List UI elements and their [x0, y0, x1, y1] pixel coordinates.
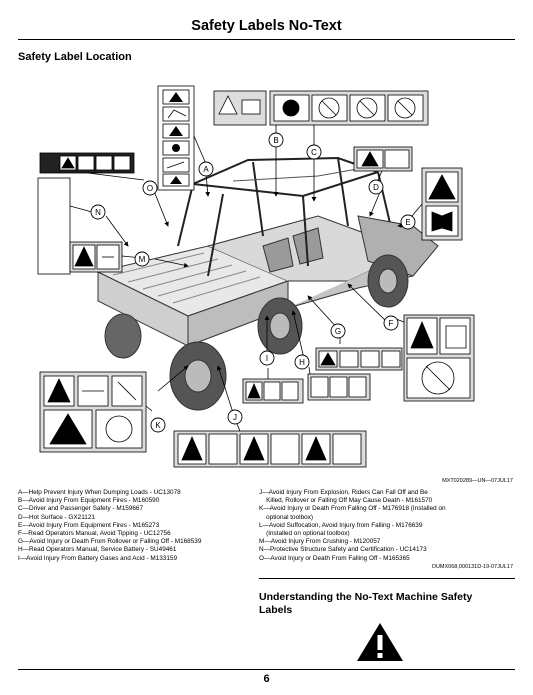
callout-m: M — [135, 252, 149, 266]
callout-label-g: G — [335, 327, 341, 336]
callout-label-m: M — [139, 255, 146, 264]
legend-item: O—Avoid Injury or Death From Falling Off… — [259, 555, 446, 563]
safety-label-location-figure: A B C D E F G H I J K M N O — [18, 76, 515, 474]
callout-g: G — [331, 324, 345, 338]
callout-label-n: N — [95, 208, 101, 217]
callout-c: C — [307, 145, 321, 159]
callout-label-j: J — [233, 413, 237, 422]
decal-strip-b — [214, 91, 428, 125]
page-number: 6 — [0, 673, 533, 685]
vehicle-diagram: A B C D E F G H I J K M N O — [18, 76, 515, 474]
figure-id: MXT020289—UN—07JUL17 — [442, 478, 513, 484]
warning-triangle-icon — [356, 622, 404, 662]
callout-e: E — [401, 215, 415, 229]
callout-label-f: F — [389, 319, 394, 328]
decal-stack-a — [158, 86, 194, 190]
legend-item: optional toolbox) — [259, 514, 446, 522]
subsection-heading-line1: Understanding the No-Text Machine Safety — [259, 591, 472, 604]
callout-label-d: D — [373, 183, 379, 192]
callout-label-i: I — [266, 354, 268, 363]
callout-label-h: H — [299, 358, 305, 367]
callout-a: A — [199, 162, 213, 176]
callout-d: D — [369, 180, 383, 194]
callout-f: F — [384, 316, 398, 330]
legend-item: I—Avoid Injury From Battery Gases and Ac… — [18, 555, 201, 563]
decal-f — [404, 315, 474, 401]
decal-i — [243, 379, 303, 403]
decal-e — [422, 168, 462, 240]
callout-o: O — [143, 181, 157, 195]
callout-label-o: O — [147, 184, 153, 193]
footer-rule — [18, 669, 515, 670]
subsection-rule — [259, 578, 515, 579]
title-rule — [18, 39, 515, 40]
callout-label-e: E — [405, 218, 410, 227]
section-heading: Safety Label Location — [18, 51, 132, 63]
legend-left: A—Help Prevent Injury When Dumping Loads… — [18, 489, 201, 563]
subsection-heading-line2: Labels — [259, 604, 472, 617]
page-title: Safety Labels No-Text — [0, 18, 533, 34]
callout-h: H — [295, 355, 309, 369]
callout-j: J — [228, 410, 242, 424]
legend-item: Killed, Rollover or Falling Off May Caus… — [259, 497, 446, 505]
decal-d — [354, 147, 412, 171]
decal-g — [316, 348, 402, 370]
decal-n — [38, 178, 70, 274]
legend-item: L—Avoid Suffocation, Avoid Injury from F… — [259, 522, 446, 530]
legend-item: N—Protective Structure Safety and Certif… — [259, 546, 446, 554]
callout-label-c: C — [311, 148, 317, 157]
legend-item: H—Read Operators Manual, Service Battery… — [18, 546, 201, 554]
legend-item: B—Avoid Injury From Equipment Fires - M1… — [18, 497, 201, 505]
decal-k — [40, 372, 146, 452]
callout-label-k: K — [155, 421, 161, 430]
legend-right: J—Avoid Injury From Explosion, Riders Ca… — [259, 489, 446, 563]
legend-item: M—Avoid Injury From Crushing - M120057 — [259, 538, 446, 546]
legend-item: C—Driver and Passenger Safety - M159667 — [18, 505, 201, 513]
decal-j — [174, 431, 366, 467]
callout-label-a: A — [203, 165, 209, 174]
decal-m — [70, 242, 122, 272]
legend-item: (Installed on optional toolbox) — [259, 530, 446, 538]
callout-n: N — [91, 205, 105, 219]
legend-item: D—Hot Surface - GX21121 — [18, 514, 201, 522]
callout-b: B — [269, 133, 283, 147]
subsection-heading: Understanding the No-Text Machine Safety… — [259, 591, 472, 616]
legend-item: F—Read Operators Manual, Avoid Tipping -… — [18, 530, 201, 538]
callout-k: K — [151, 418, 165, 432]
decal-strip-o — [40, 153, 134, 173]
decal-h — [308, 374, 370, 400]
legend-item: J—Avoid Injury From Explosion, Riders Ca… — [259, 489, 446, 497]
callout-label-b: B — [273, 136, 278, 145]
legend-item: E—Avoid Injury From Equipment Fires - M1… — [18, 522, 201, 530]
legend-item: K—Avoid Injury or Death From Falling Off… — [259, 505, 446, 513]
legend-item: A—Help Prevent Injury When Dumping Loads… — [18, 489, 201, 497]
legend-item: G—Avoid Injury or Death From Rollover or… — [18, 538, 201, 546]
callout-i: I — [260, 351, 274, 365]
reference-code: OUMX068,000131D-19-07JUL17 — [432, 564, 513, 570]
